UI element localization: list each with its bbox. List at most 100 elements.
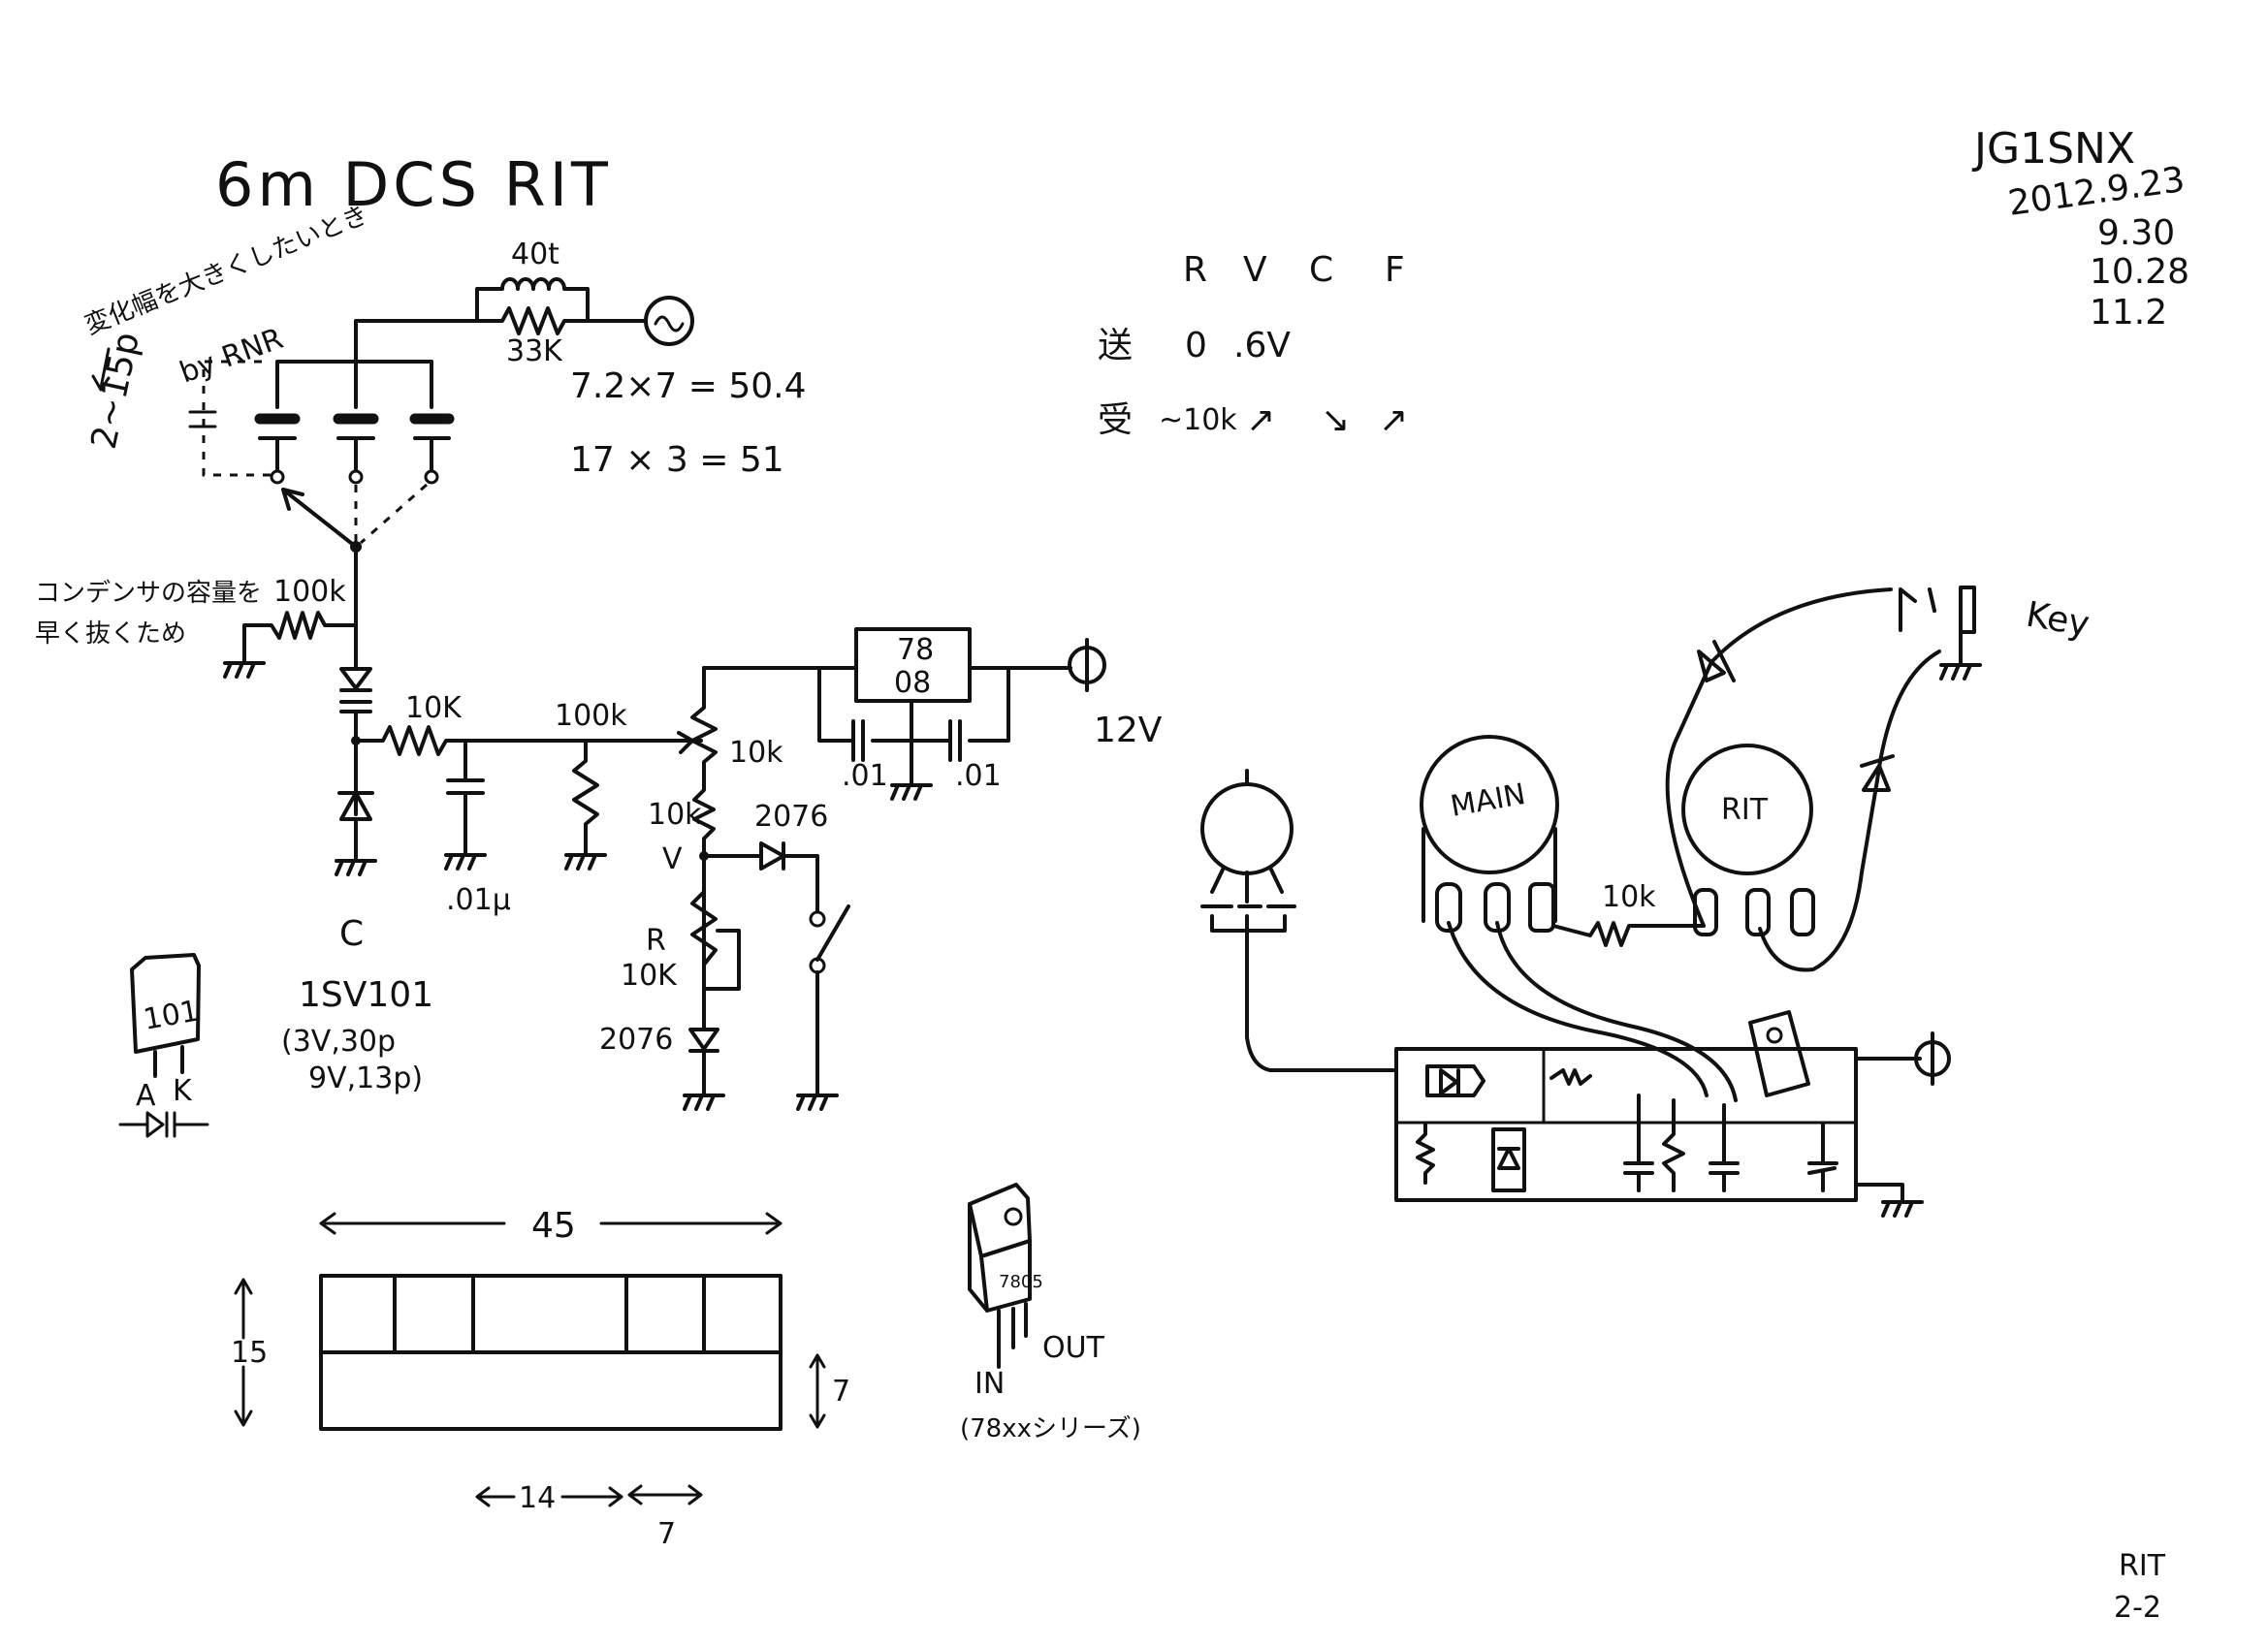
page-label-name: RIT	[2119, 1549, 2166, 1583]
variable-resistor-symbol	[690, 890, 718, 981]
board-resistor-icon	[1549, 1068, 1592, 1086]
cap-01u-label: .01μ	[446, 883, 511, 917]
varicap-package: 101 A K	[118, 953, 209, 1138]
page-label-number: 2-2	[2114, 1591, 2161, 1625]
package-leads	[153, 1045, 184, 1078]
rotary-switch-arrow-icon	[281, 488, 358, 549]
variable-resistor-wiper	[702, 929, 741, 991]
date-2: 9.30	[2097, 213, 2175, 253]
board-resistor-icon	[1416, 1123, 1435, 1185]
height-label: 15	[231, 1336, 268, 1370]
tx-switch-lever	[815, 904, 850, 962]
row-send-label: 送	[1098, 326, 1133, 365]
regulator-label-2: 08	[894, 666, 931, 700]
header-c: C	[1309, 250, 1333, 290]
r-10k-series-label: 10K	[405, 691, 463, 725]
calc-2: 17 × 3 = 51	[570, 440, 784, 480]
node-v-label: V	[662, 842, 683, 876]
pin-k-label: K	[173, 1074, 193, 1108]
pin-a-label: A	[136, 1079, 156, 1113]
rit-pot-label: RIT	[1721, 793, 1769, 827]
date-3: 10.28	[2090, 252, 2189, 292]
ground-icon	[1939, 628, 1982, 681]
rit-pot-tab	[1790, 888, 1815, 936]
board-dividers	[1394, 1047, 1858, 1125]
mounting-hole	[1004, 1207, 1023, 1226]
package-101-body	[130, 953, 201, 1054]
trimmer-capacitor-symbol	[188, 410, 217, 428]
row-recv-label: 受	[1098, 400, 1133, 440]
inductor-label: 40t	[511, 238, 559, 271]
switch-contact	[424, 469, 439, 485]
main-pot-tab	[1528, 882, 1555, 933]
capacitor-plates-bottom	[258, 436, 451, 472]
mounting-hole	[1766, 1027, 1783, 1044]
wiper-arrow-icon	[677, 731, 694, 754]
regulator-label-1: 78	[897, 633, 934, 667]
regulator-package: 7805 IN OUT (78xxシリーズ)	[960, 1183, 1141, 1443]
switch-dotted-positions	[354, 483, 428, 545]
header-r: R	[1183, 250, 1207, 290]
rit-pot-tab	[1693, 888, 1718, 936]
date-4: 11.2	[2090, 293, 2167, 333]
ground-icon	[335, 859, 377, 876]
cap-range-note: 2~15p	[84, 329, 147, 453]
ac-source-icon	[644, 296, 694, 346]
varicap-symbol-icon	[118, 1111, 209, 1138]
cap-out-label: .01	[955, 759, 1002, 793]
board-capacitor-icon	[1807, 1123, 1838, 1192]
circuit-board-outline	[1394, 1047, 1858, 1202]
segment-14-arrow	[475, 1486, 623, 1507]
wire	[702, 666, 1072, 743]
callsign: JG1SNX	[1971, 124, 2135, 174]
main-pot-frame	[1421, 827, 1557, 923]
row-recv-f: ↗	[1379, 400, 1408, 440]
diode-2076-bottom-symbol	[683, 1028, 725, 1111]
ground-icon	[890, 783, 933, 801]
cap-in-label: .01	[842, 759, 888, 793]
wire	[354, 319, 479, 364]
width-arrow	[319, 1212, 783, 1235]
width-label: 45	[531, 1206, 576, 1246]
supply-label: 12V	[1094, 711, 1163, 750]
varicap-spec-1: (3V,30p	[281, 1025, 396, 1059]
header-f: F	[1385, 250, 1405, 290]
connector-wiring	[1200, 769, 1398, 1072]
r-100k-label: 100k	[555, 699, 627, 733]
discharge-note-1: コンデンサの容量を	[35, 579, 262, 608]
regulator-series-label: (78xxシリーズ)	[960, 1414, 1141, 1443]
resistor-100k-symbol	[572, 739, 599, 855]
switch-contact	[270, 469, 285, 485]
board-capacitor-icon	[1623, 1093, 1654, 1192]
regulator-tab	[968, 1183, 1032, 1258]
r-10k-lower-label: 10k	[648, 798, 702, 832]
main-pot-to-board-wires	[1447, 921, 1738, 1102]
diode-part-icon	[1425, 1064, 1485, 1097]
main-pot-label: MAIN	[1448, 777, 1528, 824]
discharge-note-2: 早く抜くため	[35, 619, 186, 649]
transistor-icon	[1748, 1010, 1810, 1097]
key-label: Key	[2023, 594, 2092, 645]
header-v: V	[1243, 250, 1267, 290]
ground-icon	[1854, 1183, 1924, 1218]
package-marking: 101	[141, 994, 201, 1036]
capacitor-01u-symbol	[446, 739, 485, 855]
regulator-body	[968, 1202, 1032, 1313]
varicap-symbol	[337, 791, 374, 860]
key-wire-left	[1665, 587, 1893, 928]
potentiometer-10k-symbol	[690, 666, 718, 782]
switch-contact	[348, 469, 364, 485]
regulator-leads	[997, 1302, 1028, 1369]
diode-top-label: 2076	[754, 800, 828, 834]
wiring-resistor-label: 10k	[1602, 880, 1656, 914]
inductor-symbol	[475, 277, 590, 323]
diode-bottom-label: 2076	[599, 1023, 673, 1057]
varicap-part: 1SV101	[299, 975, 433, 1015]
rvcf-table: R V C F 送 0 .6V 受 ~10k ↗ ↘ ↗	[1098, 250, 1408, 440]
sine-wave-icon	[654, 315, 685, 333]
board-varicap-icon	[1491, 1127, 1526, 1192]
key-contact	[1899, 587, 1936, 632]
switch-contact	[809, 910, 826, 928]
regulator-out-label: OUT	[1042, 1331, 1105, 1365]
